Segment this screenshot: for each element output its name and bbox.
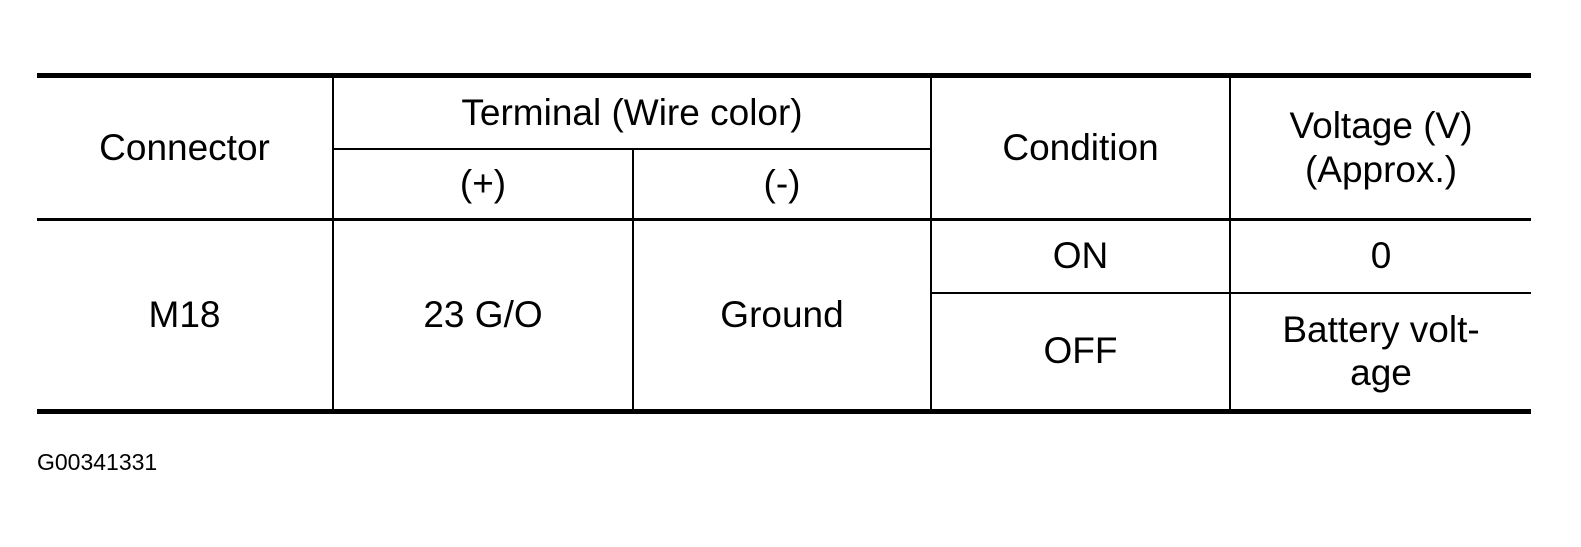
cell-condition-on: ON [930,218,1232,294]
cell-terminal-minus: Ground [631,218,933,413]
figure-id: G00341331 [37,449,158,475]
header-voltage: Voltage (V) (Approx.) [1229,75,1532,221]
cell-condition-off: OFF [931,291,1232,412]
header-row-sub: (+) (-) [37,147,1531,221]
header-voltage-label: Voltage (V) (Approx.) [1289,105,1473,190]
header-terminal-wire-color: Terminal (Wire color) [331,75,933,150]
header-condition: Condition [930,75,1232,221]
header-connector: Connector [37,75,334,221]
cell-voltage-off: Battery volt- age [1229,291,1532,412]
cell-voltage-off-label: Battery volt- age [1282,308,1480,394]
table-row: M18 23 G/O Ground ON 0 [37,218,1532,413]
connector-voltage-table: Connector Terminal (Wire color) Conditio… [37,73,1532,414]
header-terminal-plus: (+) [333,147,634,221]
table-row: OFF Battery volt- age [37,291,1532,412]
cell-connector: M18 [37,218,334,413]
header-terminal-minus: (-) [631,147,932,221]
cell-terminal-plus: 23 G/O [332,218,634,413]
cell-voltage-on: 0 [1229,218,1532,294]
header-row-top: Connector Terminal (Wire color) Conditio… [37,75,1532,221]
